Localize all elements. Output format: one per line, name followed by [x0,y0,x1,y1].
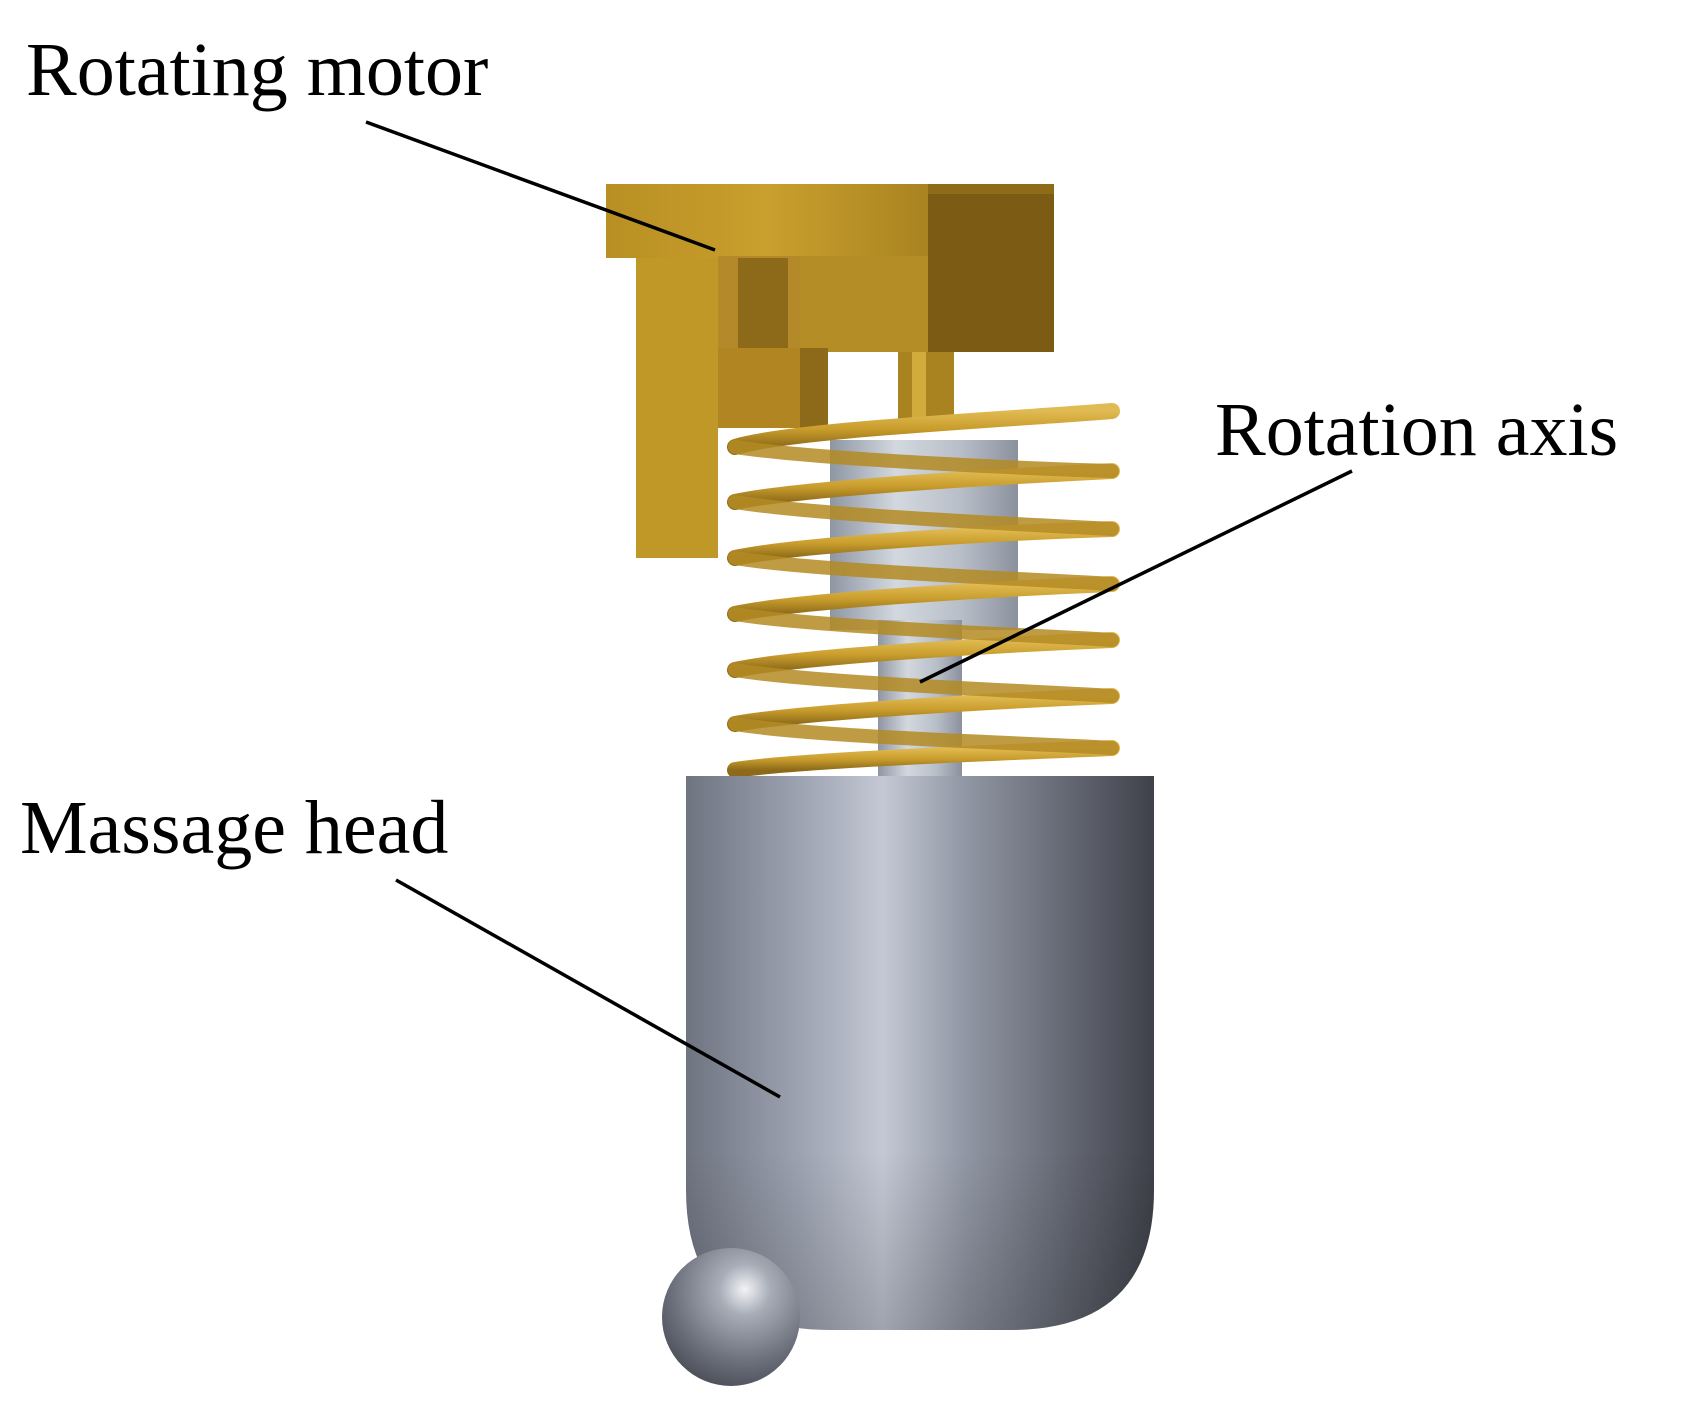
motor-lower-block-shade [800,348,828,428]
spring-coil [727,403,1120,455]
massage-head [662,776,1154,1386]
motor-middle-body [800,256,928,352]
massage-head-shade [686,1150,1154,1330]
spring-back-coil [728,663,1119,703]
motor-right-block [928,184,1054,352]
rotating-motor [606,184,1054,558]
motor-right-block-top [928,184,1054,194]
spring-back-coil [728,440,1119,478]
motor-gap [828,352,864,422]
spring-back-coil [728,717,1119,755]
spring-back [728,440,1119,755]
rotation-axis-label: Rotation axis [1215,388,1619,472]
massage-ball [662,1248,800,1386]
motor-inner-shadow [738,258,788,348]
motor-output-stem-hl [912,352,926,422]
spring-back-coil [728,551,1119,591]
leader-line-axis [919,469,1353,684]
leader-line-motor [365,120,716,252]
motor-housing-left [636,256,718,558]
leader-line-head [395,878,781,1099]
motor-top-bar [606,184,928,258]
spring-back-coil [728,495,1119,536]
massage-head-label: Massage head [20,786,449,870]
rotating-motor-label: Rotating motor [26,28,489,112]
leader-lines [365,120,1353,1099]
spring-back-coil [728,607,1119,647]
